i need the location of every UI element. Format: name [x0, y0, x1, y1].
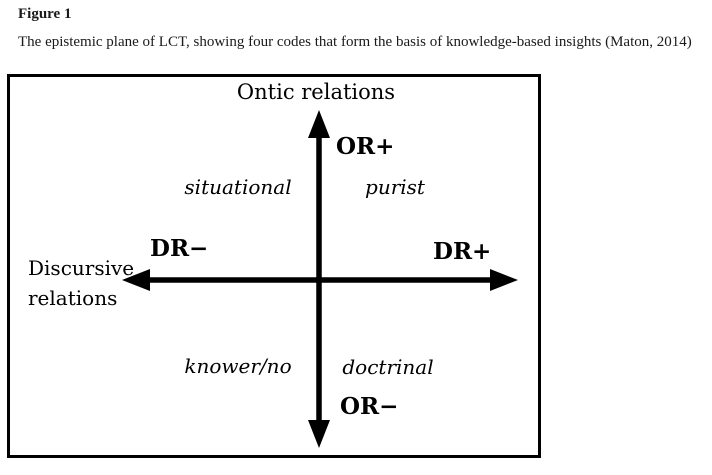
- arrowhead-down-icon: [308, 420, 330, 448]
- arrowhead-up-icon: [308, 110, 330, 138]
- quadrant-label-doctrinal: doctrinal: [342, 355, 434, 379]
- discursive-axis-title-line1: Discursive: [28, 256, 135, 280]
- arrowhead-left-icon: [122, 269, 150, 291]
- dr-plus-pole-label: DR+: [433, 238, 492, 265]
- quadrant-label-situational: situational: [184, 175, 292, 199]
- arrowhead-right-icon: [490, 269, 518, 291]
- figure-caption: The epistemic plane of LCT, showing four…: [18, 34, 692, 50]
- discursive-axis-title-line2: relations: [28, 286, 118, 310]
- dr-minus-pole-label: DR−: [150, 235, 209, 262]
- quadrant-label-purist: purist: [365, 175, 425, 199]
- or-plus-pole-label: OR+: [336, 133, 395, 160]
- ontic-axis-title: Ontic relations: [236, 80, 396, 104]
- quadrant-label-knower-no: knower/no: [184, 354, 292, 378]
- or-minus-pole-label: OR−: [340, 393, 399, 420]
- discursive-axis-title: Discursive relations: [28, 253, 134, 313]
- axes-cross-graphic: [122, 110, 518, 448]
- figure-label: Figure 1: [18, 6, 72, 22]
- epistemic-plane-diagram: Ontic relations OR+ OR− DR− DR+ Discursi…: [7, 74, 541, 458]
